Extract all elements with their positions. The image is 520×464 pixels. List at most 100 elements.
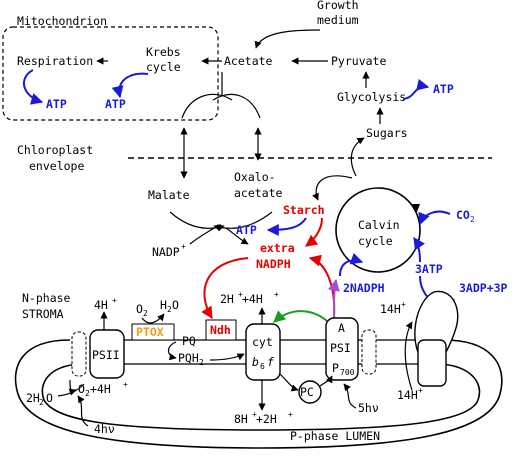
- h14-sup: +: [401, 300, 406, 309]
- h2o-end: O: [172, 298, 179, 312]
- acetate-label: Acetate: [224, 54, 273, 68]
- pqh-to-cyt-arrow: [209, 353, 245, 361]
- psi-to-extra-nadph-arrow: [308, 254, 336, 319]
- oxaloacetate-label-2: acetate: [234, 186, 283, 200]
- h4-label: 4H: [94, 298, 108, 312]
- glycolysis-label: Glycolysis: [337, 90, 406, 104]
- ndh-box[interactable]: [205, 319, 237, 341]
- extra-label-2: NADPH: [256, 257, 291, 271]
- thylakoid-membrane-inner: [41, 363, 481, 431]
- mitochondrion-box: [2, 26, 219, 121]
- cyt-to-pc-arrow: [279, 373, 299, 392]
- pq-cycle-arrow: [167, 341, 177, 361]
- psii-o2-arrow: [68, 379, 77, 396]
- h8h2-mid: +2H: [256, 412, 277, 426]
- h2h4-mid: +4H: [242, 292, 263, 306]
- respiration-atp-arrow: [22, 69, 44, 105]
- b6f-b: b: [252, 355, 259, 369]
- h2o-lumen-label: 2H: [26, 391, 40, 405]
- acetate-arc-right: [212, 93, 261, 119]
- psii-complex[interactable]: [89, 329, 125, 379]
- p700-sub: 700: [340, 368, 355, 377]
- chloroplast-label-2: envelope: [29, 159, 84, 173]
- hv5-arrow: [343, 383, 357, 409]
- nadph-to-calvin-arrow: [339, 252, 364, 277]
- pqh-sub: 2: [199, 358, 204, 367]
- cyclic-green-arrow: [273, 310, 333, 327]
- oxaloacetate-label-1: Oxalo-: [234, 170, 276, 184]
- calvin-label-2: cycle: [358, 234, 393, 248]
- h2h4-sup: +: [238, 290, 243, 299]
- o2-label: O: [136, 302, 143, 316]
- cyt-label: cyt: [252, 335, 273, 349]
- calvin-cycle-arrowhead: [412, 204, 420, 212]
- h14-lumen-label: 14H: [397, 388, 418, 402]
- hv5-label: 5hν: [358, 401, 379, 415]
- psi-complex[interactable]: [325, 317, 359, 381]
- o2h4-sup: +: [123, 380, 128, 389]
- pqh-label: PQH: [178, 351, 199, 365]
- malate-label: Malate: [148, 188, 190, 202]
- h8h2-sup2: +: [288, 410, 293, 419]
- calvin-cycle-circle: [335, 187, 421, 273]
- growth-medium-label-2: medium: [317, 13, 359, 27]
- adp3-label: 3ADP+3P: [459, 281, 508, 295]
- ptox-label: PTOX: [136, 325, 164, 339]
- nadp-label: NADP: [152, 245, 180, 259]
- chloroplast-label-1: Chloroplast: [17, 143, 93, 157]
- proton-flow-arrow: [404, 321, 413, 391]
- medium-to-acetate-arrow: [254, 29, 321, 49]
- calvin-to-sugars-arrow: [350, 137, 365, 177]
- krebs-label-2: cycle: [146, 60, 181, 74]
- nadph-arc: [225, 227, 249, 245]
- krebs-label-1: Krebs: [146, 45, 181, 59]
- atp-starch: ATP: [236, 223, 257, 237]
- thylakoid-membrane-outer: [14, 339, 503, 449]
- atp-synthase-stalk[interactable]: [417, 339, 447, 387]
- extra-nadph-to-ndh-arrow: [201, 257, 249, 320]
- atp3-label: 3ATP: [415, 262, 443, 276]
- h8h2-sup: +: [252, 410, 257, 419]
- psii-label: PSII: [92, 348, 120, 362]
- co2-sub: 2: [470, 215, 475, 224]
- sugars-label: Sugars: [366, 126, 408, 140]
- atp-krebs: ATP: [105, 97, 126, 111]
- nphase-label-1: N-phase: [22, 291, 71, 305]
- o2h4-sub: 2: [85, 389, 90, 398]
- o2-sub: 2: [143, 309, 148, 318]
- co2-label: CO: [456, 208, 470, 222]
- ptox-box[interactable]: [131, 323, 175, 341]
- starch-nadph-arrow: [305, 217, 323, 247]
- hv4-arrow: [77, 395, 89, 427]
- cyt-b6f-complex[interactable]: [245, 323, 281, 381]
- psi-label: PSI: [330, 341, 351, 355]
- psi-antenna: [361, 329, 377, 375]
- atp-respiration: ATP: [46, 97, 67, 111]
- nadph2-label: 2NADPH: [343, 281, 385, 295]
- h2o-lumen-end: O: [46, 391, 53, 405]
- h2o-sub: 2: [167, 305, 172, 314]
- o2h4-end: +4H: [90, 382, 111, 396]
- pc-circle[interactable]: [298, 380, 322, 404]
- calvin-label-1: Calvin: [358, 218, 400, 232]
- krebs-atp-arrow: [111, 72, 149, 99]
- co2-arrow: [418, 210, 451, 226]
- pc-label: PC: [300, 385, 314, 399]
- atp-glycolysis: ATP: [433, 82, 454, 96]
- h2o-label: H: [160, 298, 167, 312]
- h2h4-label: 2H: [220, 292, 234, 306]
- extra-label-1: extra: [260, 241, 295, 255]
- nadp-arc: [189, 227, 215, 245]
- starch-label: Starch: [283, 203, 325, 217]
- h14-lumen-sup: +: [418, 386, 423, 395]
- ptox-o2-arrow: [141, 313, 165, 324]
- pyruvate-label: Pyruvate: [331, 54, 386, 68]
- acetate-arc-left: [181, 93, 233, 119]
- glycolysis-atp-arrow: [402, 78, 430, 100]
- o2h4-label: O: [78, 382, 85, 396]
- h14-label: 14H: [380, 302, 401, 316]
- respiration-label: Respiration: [17, 54, 93, 68]
- pphase-label: P-phase LUMEN: [290, 429, 380, 443]
- sugars-to-starch-arrow: [312, 175, 353, 201]
